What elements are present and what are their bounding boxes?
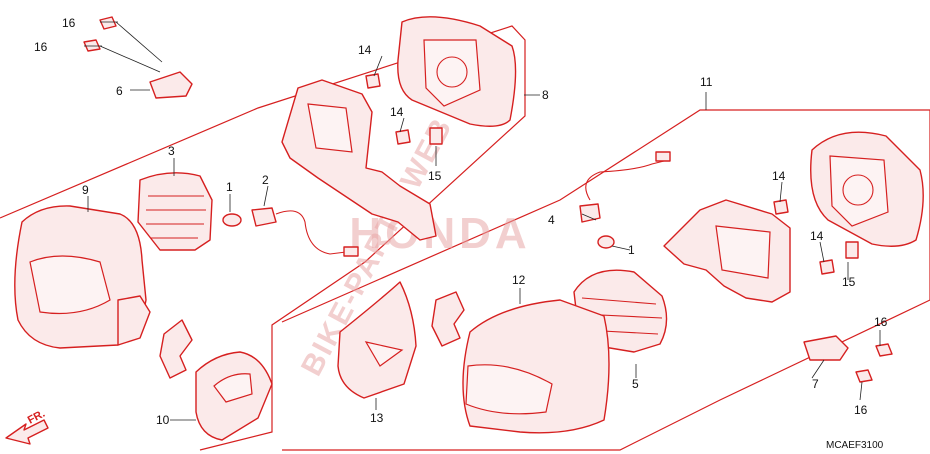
callout-1-right: 1 xyxy=(628,243,635,257)
wire-right xyxy=(585,159,669,201)
lower-cover-left-inner xyxy=(213,373,253,403)
housing-window-right xyxy=(715,225,771,279)
leader-lines xyxy=(84,21,881,421)
screw-16-lower xyxy=(83,39,101,52)
callout-16-lower: 16 xyxy=(34,40,48,54)
bulb-left xyxy=(222,213,242,227)
callout-3: 3 xyxy=(168,144,175,158)
socket-right xyxy=(579,203,601,223)
callout-4: 4 xyxy=(548,213,555,227)
direction-arrow-icon xyxy=(5,419,49,445)
mirror-actuator-right xyxy=(829,155,889,227)
housing-window-left xyxy=(307,103,353,153)
callout-16-d: 16 xyxy=(854,403,868,417)
socket-left xyxy=(251,207,277,227)
bulb-right xyxy=(597,235,615,249)
callout-14-b: 14 xyxy=(390,105,404,119)
inner-cover-right xyxy=(337,281,417,399)
screw-16-line-a xyxy=(115,21,163,63)
screw-16-upper xyxy=(99,16,117,30)
screw-14-c xyxy=(773,199,789,215)
callout-6: 6 xyxy=(116,84,123,98)
callout-16-upper: 16 xyxy=(62,16,76,30)
callout-14-d: 14 xyxy=(810,229,824,243)
callout-15-a: 15 xyxy=(428,169,442,183)
screw-16-c xyxy=(875,343,893,357)
callout-15-b: 15 xyxy=(842,275,856,289)
screw-14-a xyxy=(365,73,381,89)
screw-14-d xyxy=(819,259,835,275)
callout-14-a: 14 xyxy=(358,43,372,57)
diagram-code: MCAEF3100 xyxy=(826,440,884,451)
mirror-cover-left-recess xyxy=(29,255,111,315)
mirror-cover-left-mount xyxy=(117,295,151,346)
bracket-left xyxy=(149,71,193,99)
turn-signal-lens-left xyxy=(137,172,213,251)
callout-2: 2 xyxy=(262,173,269,187)
callout-10: 10 xyxy=(156,413,170,427)
collar-15-a xyxy=(429,127,443,145)
screw-14-b xyxy=(395,129,411,145)
inner-cover-right-slot xyxy=(364,341,404,367)
callout-1-left: 1 xyxy=(226,180,233,194)
mirror-actuator-left xyxy=(423,39,481,107)
connector-left xyxy=(343,246,359,257)
callout-7: 7 xyxy=(812,377,819,391)
screw-16-line-b xyxy=(99,45,161,73)
screw-16-d xyxy=(855,369,873,383)
callout-5: 5 xyxy=(632,377,639,391)
callout-12: 12 xyxy=(512,273,526,287)
clip-right xyxy=(431,291,465,347)
callout-14-c: 14 xyxy=(772,169,786,183)
collar-15-b xyxy=(845,241,859,259)
assembly-box-right xyxy=(281,109,930,451)
actuator-ring-right xyxy=(842,174,874,206)
callout-16-c: 16 xyxy=(874,315,888,329)
clip-left xyxy=(159,319,193,379)
watermark-brand: HONDA xyxy=(349,209,530,258)
connector-right xyxy=(655,151,671,162)
callout-11: 11 xyxy=(700,75,713,89)
callout-9: 9 xyxy=(82,183,89,197)
mirror-cover-right-recess xyxy=(465,364,553,415)
bracket-right xyxy=(803,335,849,361)
callout-13: 13 xyxy=(370,411,384,425)
callout-8: 8 xyxy=(542,88,549,102)
lens-ribs-left xyxy=(146,195,206,239)
wire-left xyxy=(275,210,347,255)
actuator-ring-left xyxy=(436,56,468,88)
assembly-box-left xyxy=(0,25,526,451)
